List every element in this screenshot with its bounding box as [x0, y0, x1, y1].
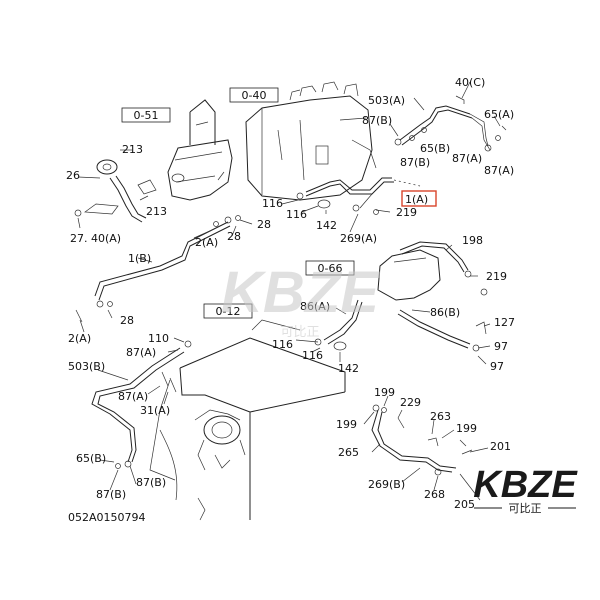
- callout-26: 26: [66, 169, 80, 182]
- callout-1b: 1(B): [128, 252, 151, 265]
- callout-87a: 87(A): [452, 152, 482, 165]
- callout-97: 97: [494, 340, 508, 353]
- pipe-503a-drawing: [394, 95, 507, 152]
- injection-pump-drawing: [167, 99, 233, 201]
- callout-201: 201: [490, 440, 511, 453]
- engine-block-drawing: [149, 319, 346, 521]
- leader-lines: [77, 81, 501, 501]
- pipe-503b-drawing: [91, 340, 192, 469]
- callout-116: 116: [302, 349, 323, 362]
- callout-65a: 65(A): [484, 108, 514, 121]
- callout-142: 142: [338, 362, 359, 375]
- callout-219: 219: [486, 270, 507, 283]
- callout-31a: 31(A): [140, 404, 170, 417]
- callout-2a: 2(A): [195, 236, 218, 249]
- callout-27-40a: 27. 40(A): [70, 232, 121, 245]
- callout-198: 198: [462, 234, 483, 247]
- callout-40c: 40(C): [455, 76, 485, 89]
- callout-503a: 503(A): [368, 94, 405, 107]
- fuel-injection-pump-drawing: [245, 81, 377, 201]
- callout-86a: 86(A): [300, 300, 330, 313]
- pipe-198-drawing: [314, 241, 488, 352]
- callout-87b: 87(B): [136, 476, 166, 489]
- callout-116: 116: [272, 338, 293, 351]
- callout-269a: 269(A): [340, 232, 377, 245]
- callout-87b: 87(B): [400, 156, 430, 169]
- svg-text:可比正: 可比正: [280, 325, 319, 340]
- callout-265: 265: [338, 446, 359, 459]
- callout-87a: 87(A): [484, 164, 514, 177]
- callout-87a: 87(A): [118, 390, 148, 403]
- callout-97: 97: [490, 360, 504, 373]
- callout-1a: 1(A): [405, 193, 428, 206]
- ref-box-0-51: 0-51: [121, 107, 171, 123]
- svg-text:0-12: 0-12: [216, 305, 241, 318]
- callout-65b: 65(B): [76, 452, 106, 465]
- drawing-part-number: 052A0150794: [68, 511, 146, 524]
- callout-199: 199: [456, 422, 477, 435]
- svg-text:0-40: 0-40: [242, 89, 267, 102]
- pipe-213-drawing: [74, 159, 157, 223]
- callout-86b: 86(B): [430, 306, 460, 319]
- callout-199: 199: [336, 418, 357, 431]
- callout-28: 28: [120, 314, 134, 327]
- ref-box-0-12: 0-12: [203, 303, 253, 319]
- callout-205: 205: [454, 498, 475, 511]
- callout-87a: 87(A): [126, 346, 156, 359]
- callout-87b: 87(B): [362, 114, 392, 127]
- callout-263: 263: [430, 410, 451, 423]
- pipe-265-drawing: [371, 404, 473, 476]
- callout-28: 28: [257, 218, 271, 231]
- callout-87b: 87(B): [96, 488, 126, 501]
- callout-labels: 213 26 213 27. 40(A) 116 116 142 219 269…: [66, 76, 515, 511]
- callout-503b: 503(B): [68, 360, 105, 373]
- callout-219: 219: [396, 206, 417, 219]
- callout-268: 268: [424, 488, 445, 501]
- highlight-box-1a: [401, 190, 437, 207]
- ref-box-0-40: 0-40: [229, 87, 279, 103]
- callout-199: 199: [374, 386, 395, 399]
- callout-2a: 2(A): [68, 332, 91, 345]
- svg-text:KBZE: KBZE: [221, 260, 381, 325]
- callout-127: 127: [494, 316, 515, 329]
- ref-box-0-66: 0-66: [305, 260, 355, 276]
- callout-269b: 269(B): [368, 478, 405, 491]
- callout-142: 142: [316, 219, 337, 232]
- svg-text:可比正: 可比正: [509, 502, 542, 515]
- callout-116: 116: [262, 197, 283, 210]
- svg-text:0-66: 0-66: [318, 262, 343, 275]
- svg-text:0-51: 0-51: [134, 109, 159, 122]
- callout-28: 28: [227, 230, 241, 243]
- callout-229: 229: [400, 396, 421, 409]
- watermark-corner: KBZE 可比正: [473, 464, 578, 515]
- callout-65b: 65(B): [420, 142, 450, 155]
- svg-text:KBZE: KBZE: [473, 464, 578, 506]
- callout-213: 213: [122, 143, 143, 156]
- callout-213: 213: [146, 205, 167, 218]
- callout-116: 116: [286, 208, 307, 221]
- callout-110: 110: [148, 332, 169, 345]
- pipe-1a-drawing: [296, 177, 421, 215]
- watermark-center: KBZE 可比正: [221, 260, 381, 340]
